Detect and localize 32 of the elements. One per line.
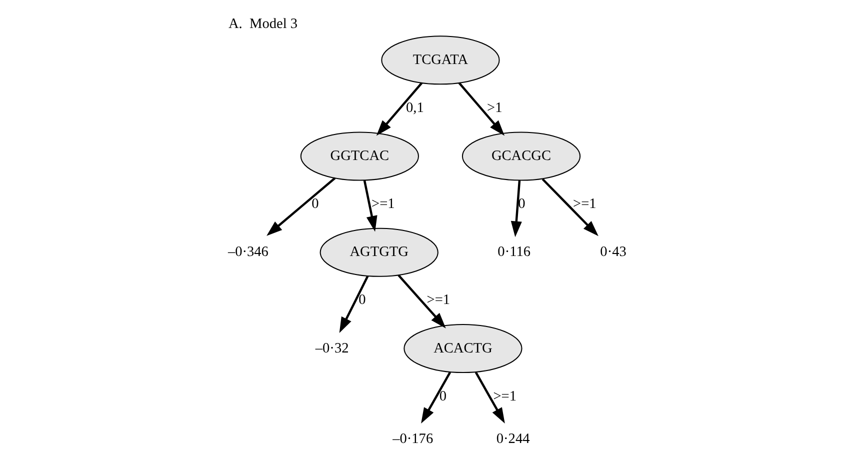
- edge-label: >=1: [573, 196, 596, 212]
- edge-label: >=1: [426, 292, 450, 308]
- edge-label: 0: [518, 196, 526, 212]
- edge-label: 0: [439, 388, 447, 404]
- arrow: [474, 372, 505, 424]
- arrow: [398, 274, 446, 328]
- edge-label: >1: [487, 100, 502, 116]
- node-text: –0·346: [228, 244, 268, 260]
- arrow: [266, 177, 336, 236]
- edge-label: >=1: [372, 196, 395, 212]
- arrow: [458, 82, 505, 136]
- node-text: 0·244: [496, 430, 530, 447]
- arrow: [421, 372, 452, 424]
- node-ellipse: AGTGTG: [320, 228, 438, 277]
- arrow: [542, 178, 598, 236]
- node-ellipse: TCGATA: [381, 36, 500, 85]
- edge-label: 0: [358, 292, 366, 308]
- arrow: [376, 82, 423, 136]
- node-ellipse: ACACTG: [404, 324, 522, 374]
- arrow: [510, 180, 522, 238]
- node-text: –0·176: [392, 430, 434, 447]
- node-ellipse: GGTCAC: [300, 132, 419, 181]
- arrow: [339, 276, 369, 333]
- node-text: –0·32: [315, 340, 349, 356]
- edge-label: >=1: [493, 388, 517, 404]
- edge-label: 0,1: [406, 100, 424, 116]
- arrow: [363, 180, 378, 232]
- edge-label: 0: [312, 196, 319, 212]
- node-ellipse: GCACGC: [462, 132, 581, 181]
- node-text: 0·116: [498, 244, 531, 260]
- node-text: 0·43: [600, 244, 626, 260]
- diagram-title: A. Model 3: [228, 16, 298, 32]
